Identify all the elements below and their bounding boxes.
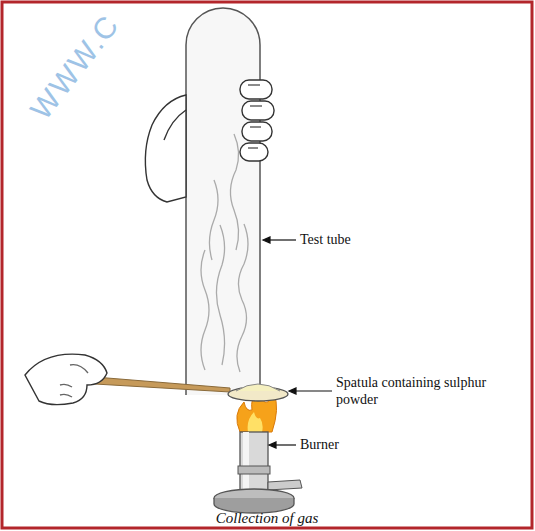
part-label: Burner xyxy=(300,436,339,453)
part-label: Test tube xyxy=(300,231,351,248)
caption: Collection of gas xyxy=(216,510,319,527)
hand-holding-tube xyxy=(145,80,274,202)
spatula xyxy=(95,377,288,401)
watermark: WWW.C xyxy=(30,13,119,121)
test-tube xyxy=(186,8,260,395)
gas-wisps xyxy=(201,134,248,372)
hand-holding-spatula xyxy=(25,354,107,404)
leader-arrows xyxy=(263,237,332,448)
burner xyxy=(214,432,302,513)
part-label: Spatula containing sulphur powder xyxy=(336,374,501,408)
